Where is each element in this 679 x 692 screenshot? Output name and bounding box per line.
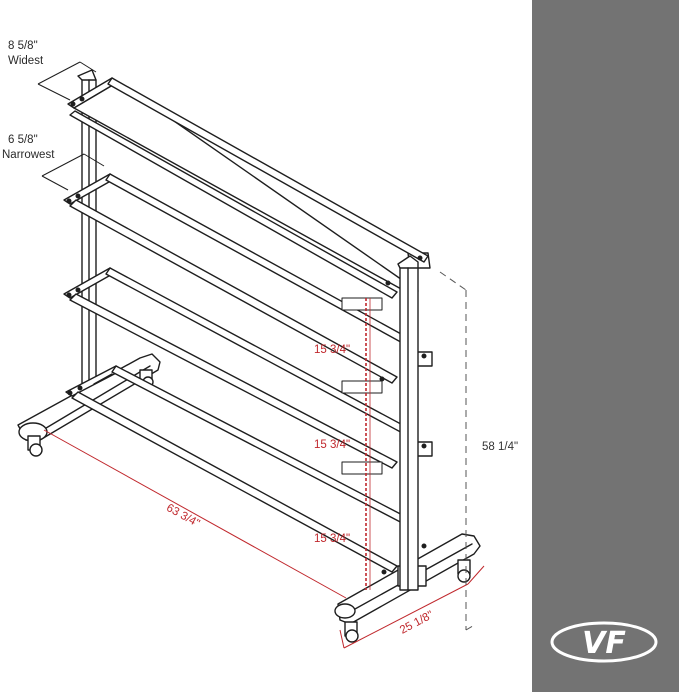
narrowest-dimension-lines bbox=[41, 153, 105, 191]
height-dimension-line bbox=[439, 271, 477, 631]
spacer-block-2 bbox=[341, 380, 383, 394]
widest-value-label: 8 5/8" bbox=[8, 40, 38, 52]
front-right-upright bbox=[377, 255, 427, 591]
spacer-block-3 bbox=[341, 461, 383, 475]
side-panel bbox=[532, 0, 679, 692]
narrowest-word-label: Narrowest bbox=[2, 149, 55, 161]
length-dimension-line bbox=[43, 429, 347, 599]
shelf-gap-label-2: 15 3/4" bbox=[314, 439, 351, 451]
shelf-1 bbox=[67, 77, 431, 299]
narrowest-value-label: 6 5/8" bbox=[8, 134, 38, 146]
spacer-block-1 bbox=[341, 297, 383, 311]
shelf-gap-label-3: 15 3/4" bbox=[314, 533, 351, 545]
widest-word-label: Widest bbox=[8, 55, 44, 67]
total-height-label: 58 1/4" bbox=[482, 441, 519, 453]
vf-logo: VF bbox=[550, 621, 658, 663]
depth-dimension-line bbox=[343, 583, 469, 649]
widest-dimension-lines bbox=[37, 61, 97, 101]
shelf-4 bbox=[65, 365, 413, 573]
logo-text: VF bbox=[582, 626, 626, 661]
shelf-gap-label-1: 15 3/4" bbox=[314, 344, 351, 356]
logo-swoosh-icon bbox=[550, 621, 658, 663]
